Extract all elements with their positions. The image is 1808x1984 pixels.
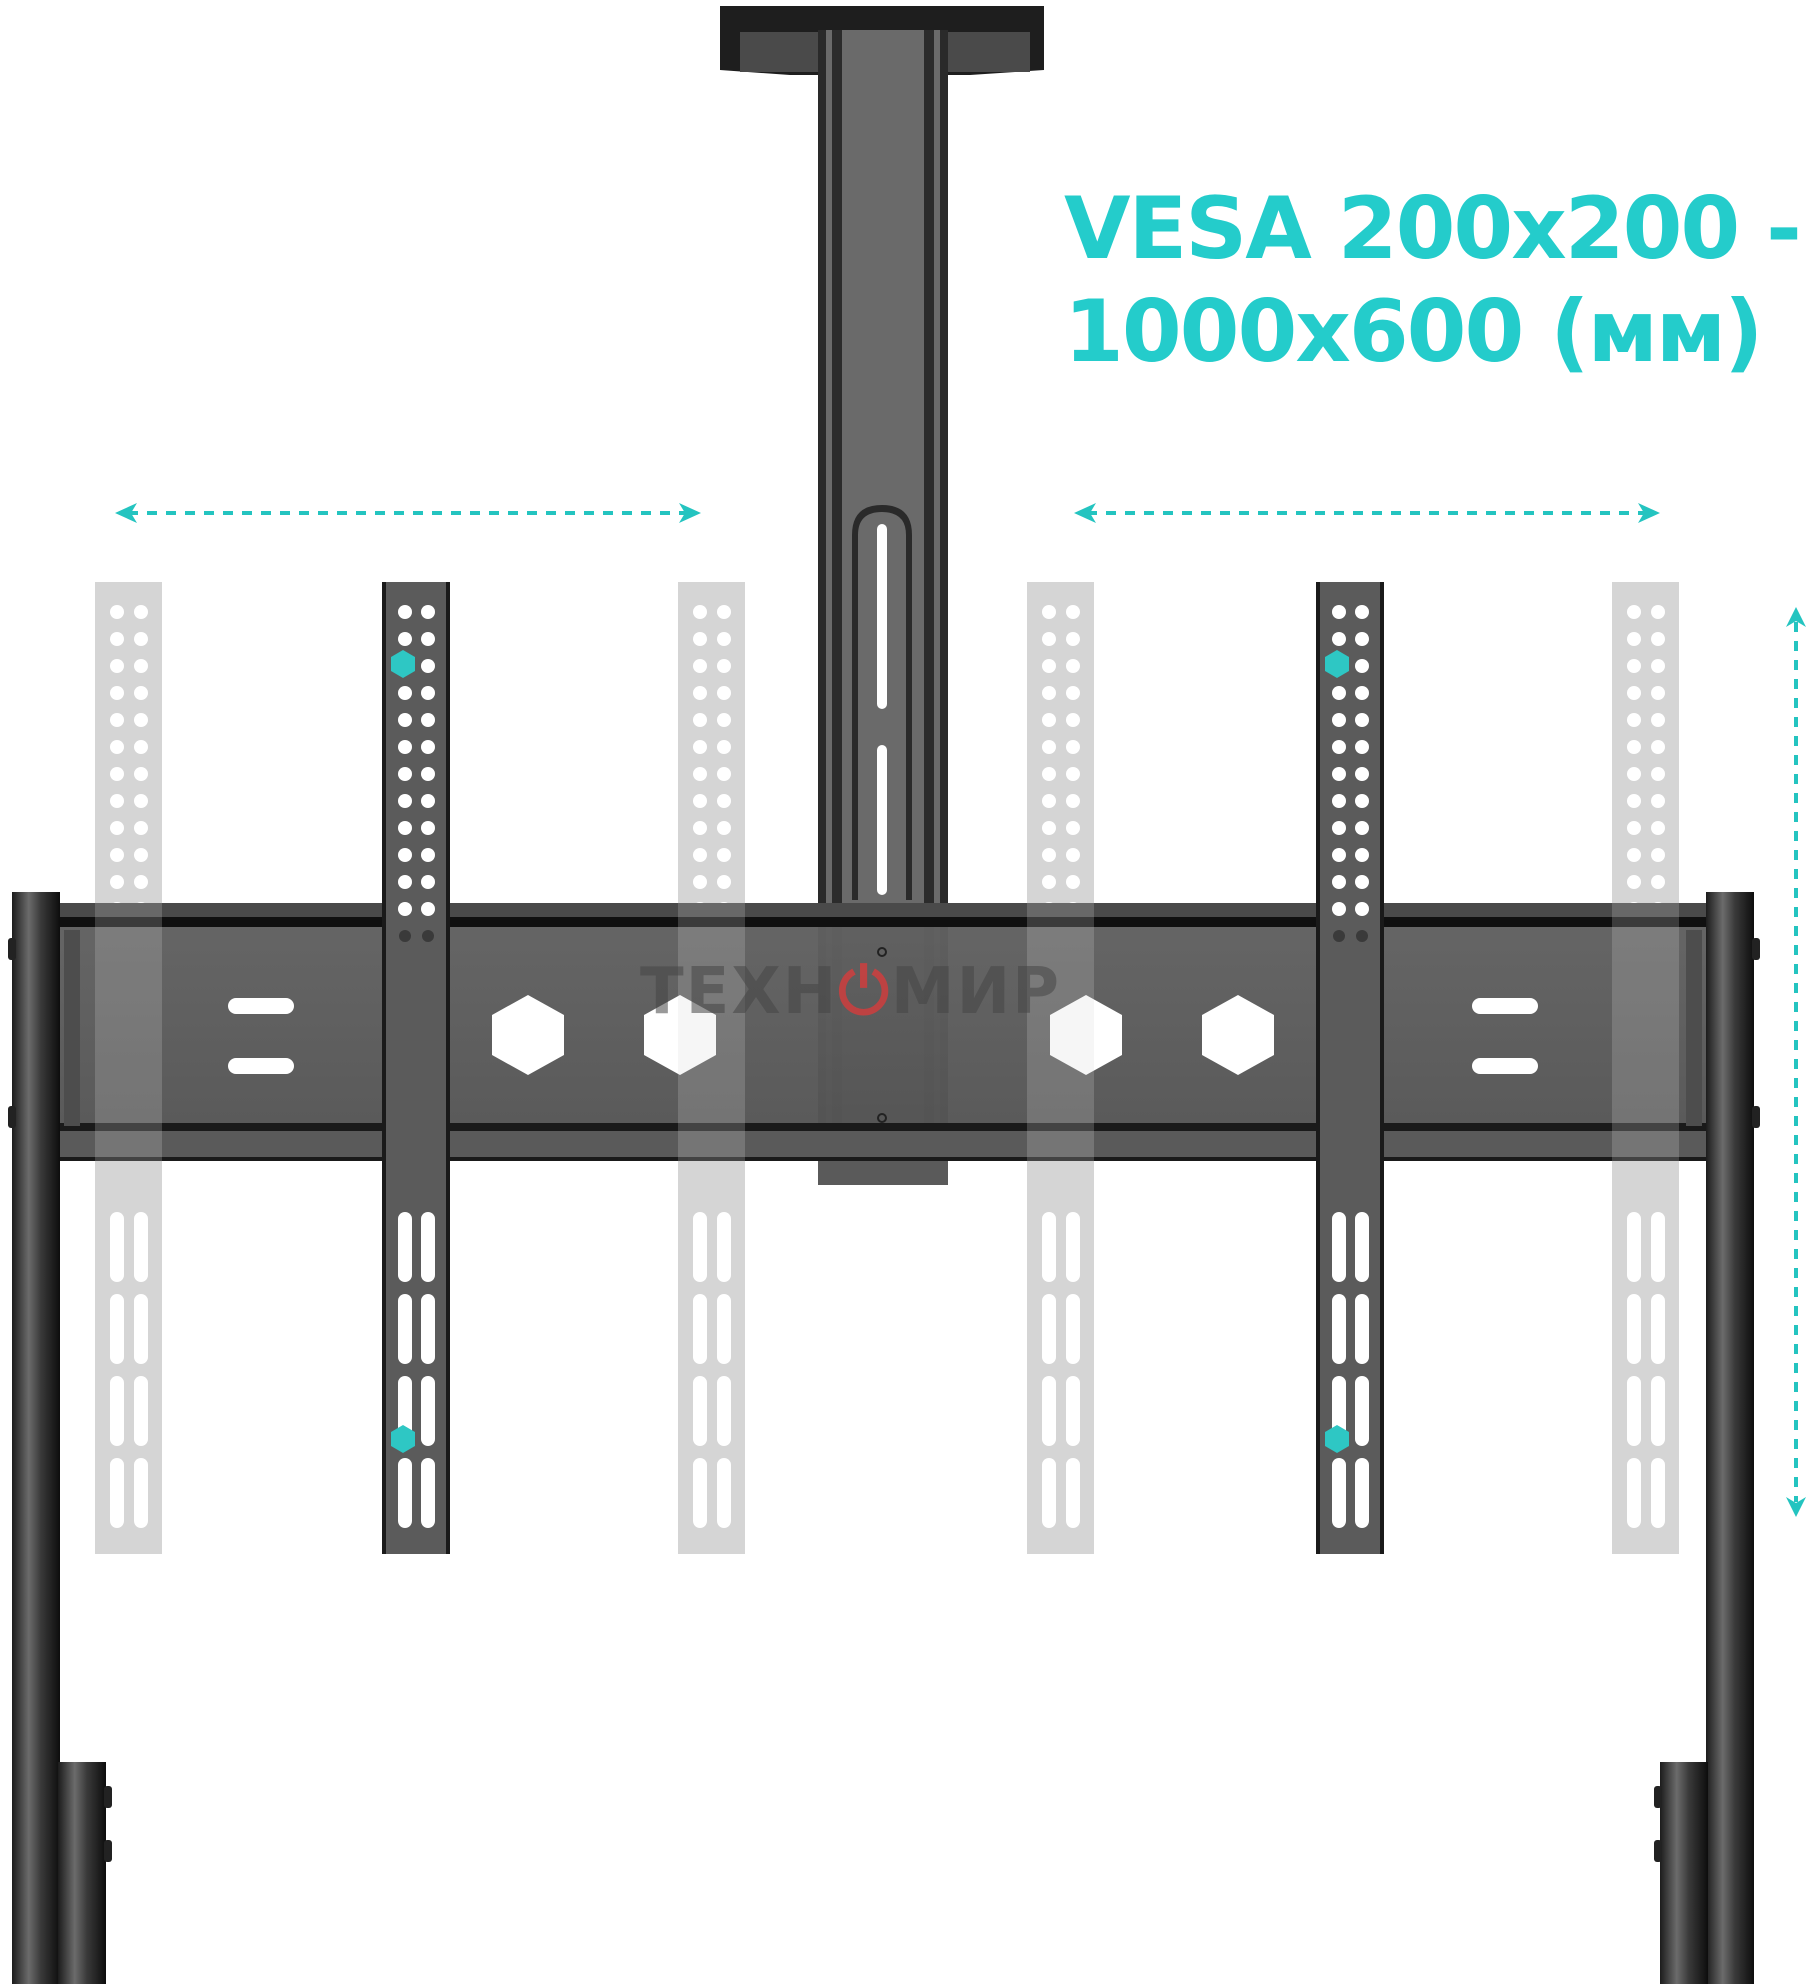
wall-plate xyxy=(60,903,1706,1161)
right-bracket xyxy=(1316,582,1384,1554)
watermark-text-end: МИР xyxy=(890,955,1062,1029)
headline-line-1: VESA 200x200 - xyxy=(1064,179,1802,279)
watermark-logo: ТЕХН⏻МИР xyxy=(640,955,1061,1029)
headline-line-2: 1000x600 (мм) xyxy=(1064,282,1763,382)
arrow-head-right-icon xyxy=(679,503,701,523)
watermark-text-start: ТЕХН xyxy=(640,955,839,1029)
arrow-head-left-icon xyxy=(1074,503,1096,523)
bolt-markers xyxy=(391,650,1349,1453)
arrow-head-up-icon xyxy=(1786,607,1806,627)
arrow-head-left-icon xyxy=(115,503,137,523)
arrows xyxy=(128,511,1798,1502)
arrow-head-down-icon xyxy=(1786,1497,1806,1517)
vesa-headline: VESA 200x200 - 1000x600 (мм) xyxy=(1064,178,1802,384)
power-icon: ⏻ xyxy=(838,955,891,1029)
left-bracket xyxy=(382,582,450,1554)
left-pole xyxy=(8,892,112,1984)
arrow-head-right-icon xyxy=(1638,503,1660,523)
right-pole xyxy=(1654,892,1760,1984)
